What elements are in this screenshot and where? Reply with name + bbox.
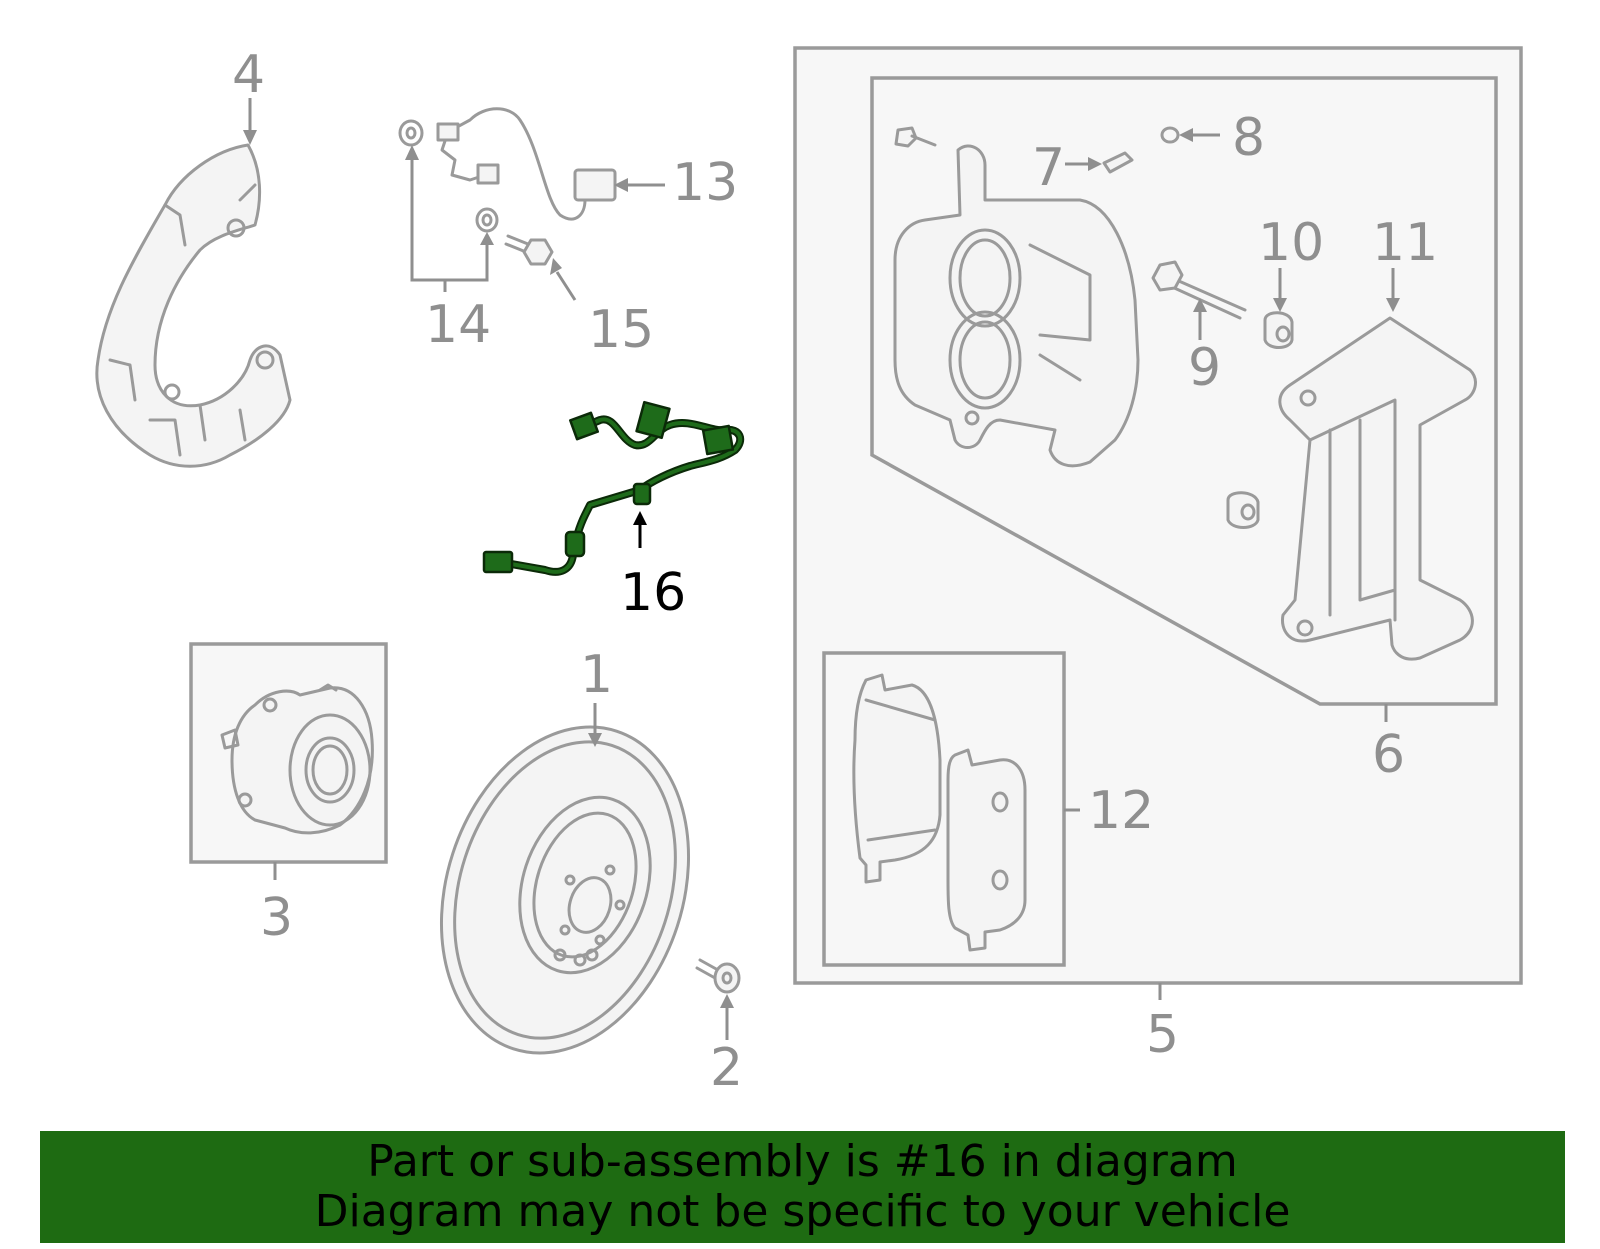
rotor-screw[interactable]: [695, 958, 741, 994]
banner-line-2: Diagram may not be specific to your vehi…: [314, 1186, 1291, 1237]
callout-15: 15: [588, 300, 654, 360]
callout-13: 13: [672, 153, 738, 213]
dust-shield[interactable]: [95, 143, 292, 468]
callout-8: 8: [1232, 108, 1265, 168]
callout-7: 7: [1032, 138, 1065, 198]
caliper-guide-pin[interactable]: [1151, 260, 1247, 320]
sensor-bolt[interactable]: [504, 234, 554, 266]
callout-9: 9: [1188, 338, 1221, 398]
caliper-bracket[interactable]: [1278, 316, 1477, 661]
callout-3: 3: [260, 888, 293, 948]
bracket-bushing[interactable]: [1226, 491, 1260, 529]
caliper-housing[interactable]: [893, 144, 1140, 468]
callout-4: 4: [232, 45, 265, 105]
bleeder-cap[interactable]: [1160, 126, 1180, 144]
info-banner: Part or sub-assembly is #16 in diagram D…: [40, 1131, 1565, 1243]
brake-pads[interactable]: [852, 673, 1027, 952]
callout-12: 12: [1088, 781, 1154, 841]
callout-14: 14: [425, 295, 491, 355]
bolt-top-left[interactable]: [894, 126, 937, 148]
bleeder-screw[interactable]: [1102, 151, 1134, 174]
callout-labels: 4 13 14 15 16 7 8 9 10 11 6 12 5 3 1 2: [232, 45, 1438, 1098]
callout-6: 6: [1372, 725, 1405, 785]
sensor-washers[interactable]: [398, 119, 499, 233]
callout-2: 2: [710, 1038, 743, 1098]
guide-pin-boot[interactable]: [1263, 311, 1294, 349]
brake-rotor[interactable]: [401, 695, 729, 1086]
callout-5: 5: [1146, 1005, 1179, 1065]
callout-11: 11: [1372, 213, 1438, 273]
callout-1: 1: [580, 645, 613, 705]
banner-line-1: Part or sub-assembly is #16 in diagram: [367, 1136, 1238, 1187]
wheel-hub[interactable]: [220, 683, 374, 835]
callout-16: 16: [620, 563, 686, 623]
abs-sensor-wire-highlighted[interactable]: [482, 400, 745, 576]
leader-lines: [243, 98, 1400, 1040]
callout-10: 10: [1258, 213, 1324, 273]
wear-sensor-wire[interactable]: [436, 107, 617, 221]
